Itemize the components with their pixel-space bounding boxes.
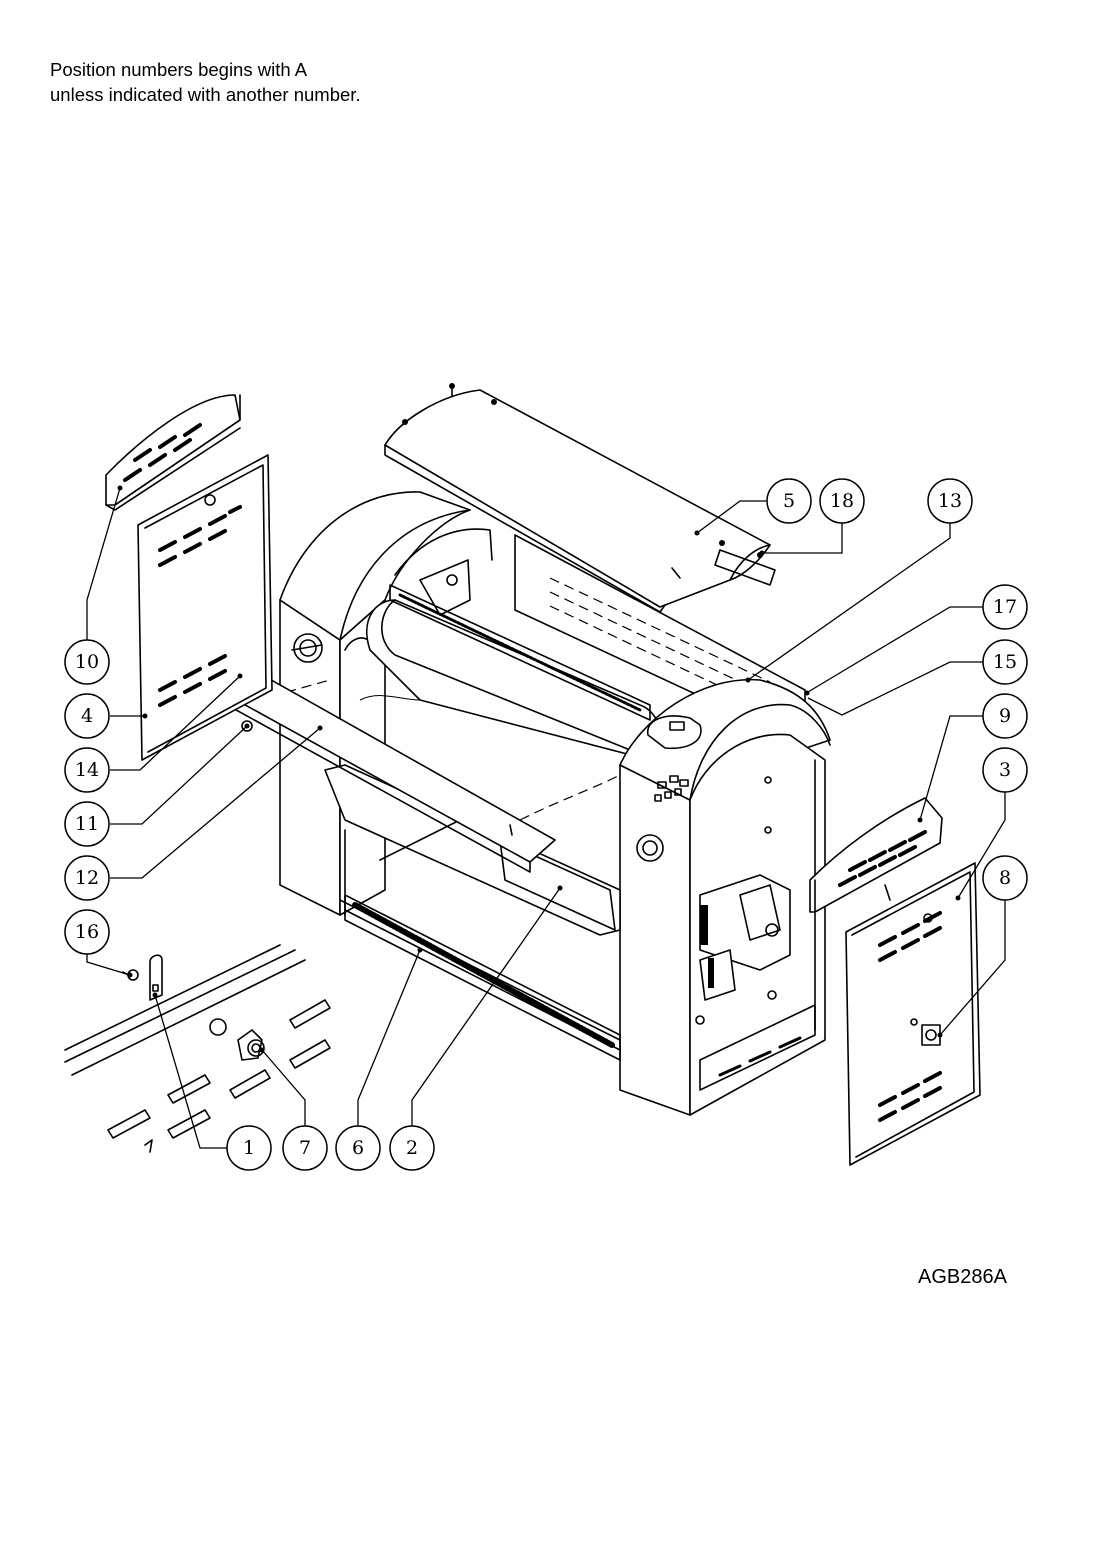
callout-1-label: 1 [243,1137,255,1159]
callout-8-label: 8 [999,867,1011,889]
callout-7-label: 7 [299,1137,311,1159]
callout-3-label: 3 [999,759,1011,781]
machine-body [239,491,831,1116]
callout-18-label: 18 [830,490,854,512]
electrical-components [695,776,791,1025]
callout-3: 3 [982,747,1028,793]
right-top-side-cover [809,797,943,913]
callout-13: 13 [927,478,973,524]
right-column-front [619,764,691,1116]
door-lock [237,1029,265,1061]
leader-lines [86,485,1006,1149]
callout-2-label: 2 [406,1137,418,1159]
callout-7: 7 [282,1125,328,1171]
rear-panel-slots [549,577,771,711]
callout-15: 15 [982,639,1028,685]
callout-4-label: 4 [81,705,93,727]
callout-11-label: 11 [75,813,99,835]
callout-11: 11 [64,801,110,847]
callout-14-label: 14 [75,759,99,781]
callout-17: 17 [982,584,1028,630]
callout-4: 4 [64,693,110,739]
callout-6-label: 6 [352,1137,364,1159]
callout-12: 12 [64,855,110,901]
right-side-panel [845,862,981,1166]
top-cover [384,383,776,613]
callout-5-label: 5 [783,490,795,512]
control-panel [647,715,702,750]
left-side-panel [137,454,273,761]
callout-10: 10 [64,639,110,685]
callout-16-label: 16 [75,921,99,943]
callout-1: 1 [226,1125,272,1171]
callout-17-label: 17 [993,596,1017,618]
callout-10-label: 10 [75,651,99,673]
callout-14: 14 [64,747,110,793]
callout-15-label: 15 [993,651,1017,673]
callout-13-label: 13 [938,490,962,512]
callout-6: 6 [335,1125,381,1171]
left-top-side-cover [105,394,241,511]
callout-9-label: 9 [999,705,1011,727]
callout-16: 16 [64,909,110,955]
position-note-line-2: unless indicated with another number. [50,84,361,105]
callout-18: 18 [819,478,865,524]
position-note: Position numbers begins with A unless in… [50,57,361,107]
callout-8: 8 [982,855,1028,901]
drawing-code: AGB286A [918,1266,1007,1288]
left-column-hood [279,491,471,641]
callout-9: 9 [982,693,1028,739]
detail-view [64,944,331,1153]
callout-2: 2 [389,1125,435,1171]
position-note-line-1: Position numbers begins with A [50,59,308,80]
lower-cover-plate [499,839,616,931]
callout-12-label: 12 [75,867,99,889]
callout-5: 5 [766,478,812,524]
